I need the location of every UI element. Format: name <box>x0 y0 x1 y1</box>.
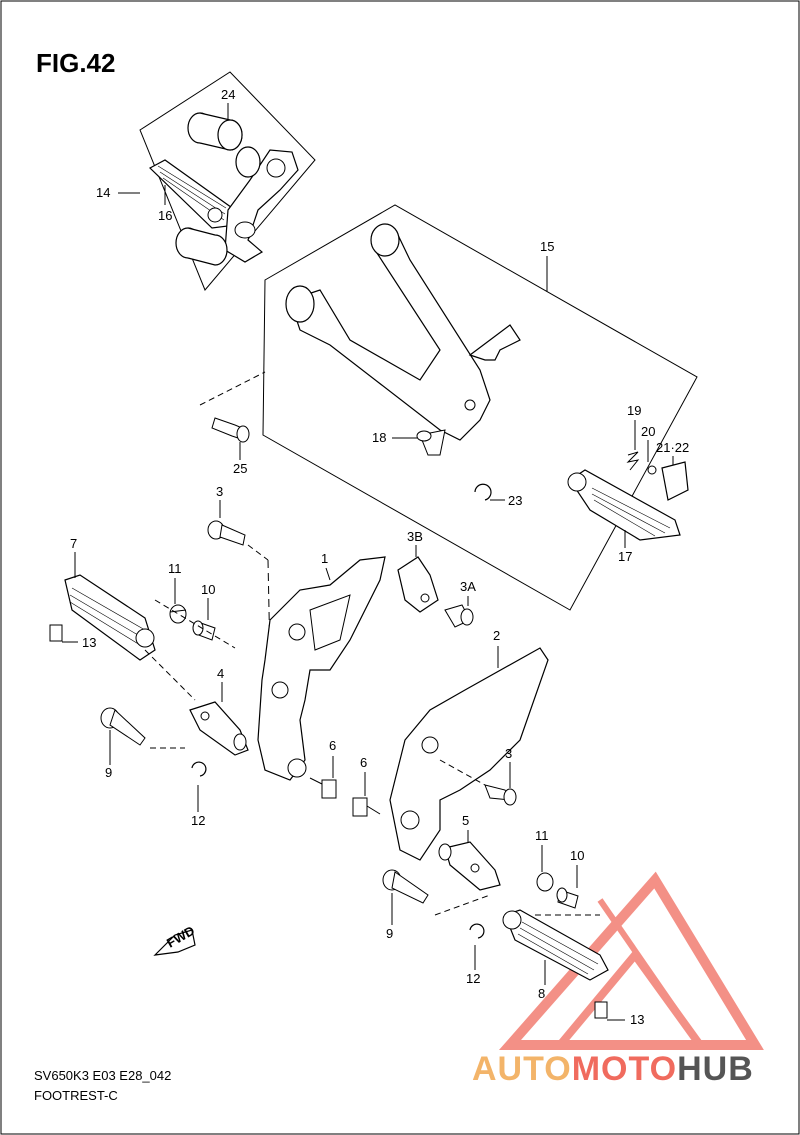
eclip-12-left <box>191 761 207 777</box>
bracket-4 <box>189 701 249 756</box>
callout-6a: 6 <box>329 738 336 753</box>
callout-3-upper: 3 <box>216 484 223 499</box>
callout-15: 15 <box>540 239 554 254</box>
heel-guard-2 <box>389 647 549 861</box>
footpeg-7 <box>64 574 156 661</box>
callout-labels: 24 14 16 15 19 20 21·22 18 23 17 25 3 3B… <box>70 87 689 1027</box>
callout-9-right: 9 <box>386 926 393 941</box>
callout-12-left: 12 <box>191 813 205 828</box>
callout-6b: 6 <box>360 755 367 770</box>
watermark-part-1: AUTO <box>472 1050 572 1088</box>
bolt-25 <box>211 417 250 443</box>
fwd-arrow-icon: FWD <box>153 923 197 956</box>
pin-9-left <box>100 707 146 746</box>
eclip-12-right <box>469 923 485 939</box>
bracket-1 <box>257 556 386 781</box>
callout-21-22: 21·22 <box>656 440 689 455</box>
figure-caption: FOOTREST-C <box>34 1088 118 1103</box>
callout-16: 16 <box>158 208 172 223</box>
callout-17: 17 <box>618 549 632 564</box>
inset-box-14 <box>139 71 316 291</box>
callout-20: 20 <box>641 424 655 439</box>
callout-8: 8 <box>538 986 545 1001</box>
inset-box-15 <box>262 204 698 611</box>
clamp-3b <box>397 556 439 613</box>
callout-3a: 3A <box>460 579 476 594</box>
spring-11-left <box>169 604 187 624</box>
spring-11-right <box>536 872 554 892</box>
model-code: SV650K3 E03 E28_042 <box>34 1068 172 1083</box>
bolt-3-lower <box>484 784 517 806</box>
callout-3-lower: 3 <box>505 746 512 761</box>
watermark-text: AUTOMOTOHUB <box>472 1050 754 1089</box>
callout-25: 25 <box>233 461 247 476</box>
bolt-13-right <box>594 1001 608 1019</box>
pin-9-right <box>382 869 429 904</box>
bolt-13-left <box>49 624 63 642</box>
callout-14: 14 <box>96 185 110 200</box>
watermark-part-2: MOTO <box>571 1050 678 1088</box>
callout-10-right: 10 <box>570 848 584 863</box>
callout-11-left: 11 <box>168 561 182 576</box>
callout-13-left: 13 <box>82 635 96 650</box>
callout-1: 1 <box>321 551 328 566</box>
nut-6b <box>352 797 381 817</box>
footpeg-8 <box>502 909 609 981</box>
callout-10-left: 10 <box>201 582 215 597</box>
callout-3b: 3B <box>407 529 423 544</box>
callout-5: 5 <box>462 813 469 828</box>
watermark-part-3: HUB <box>677 1050 754 1088</box>
figure-title: FIG.42 <box>36 48 116 78</box>
bracket-5 <box>438 841 501 891</box>
callout-24: 24 <box>221 87 235 102</box>
callout-2: 2 <box>493 628 500 643</box>
callout-13-right: 13 <box>630 1012 644 1027</box>
pin-10-right <box>556 887 579 909</box>
nut-6a <box>309 777 337 799</box>
bolt-3-upper <box>207 520 246 546</box>
callout-18: 18 <box>372 430 386 445</box>
callout-11-right: 11 <box>535 828 549 843</box>
callout-4: 4 <box>217 666 224 681</box>
callout-19: 19 <box>627 403 641 418</box>
callout-9-left: 9 <box>105 765 112 780</box>
callout-7: 7 <box>70 536 77 551</box>
callout-23: 23 <box>508 493 522 508</box>
bolt-3a <box>444 604 474 628</box>
pin-10-left <box>192 620 216 641</box>
callout-12-right: 12 <box>466 971 480 986</box>
